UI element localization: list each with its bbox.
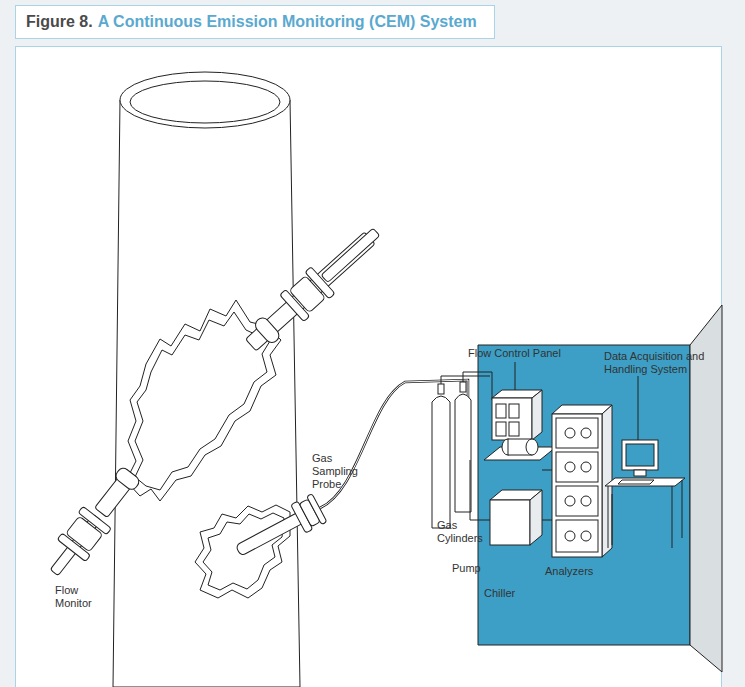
leader-line [638,376,639,440]
part-label: Flow Control Panel [468,347,578,360]
stack-body [113,100,300,687]
part-label: Flow Monitor [55,584,100,610]
part-label: Pump [452,562,492,575]
gas-cylinder [432,382,471,528]
cutaway [126,300,281,501]
title-box: Figure 8. A Continuous Emission Monitorin… [15,5,495,39]
flow-control-panel [492,390,542,440]
part-label: Data Acquisition and Handling System [604,350,729,376]
analyzer-rack [552,405,612,557]
part-label: Gas Cylinders [437,519,487,545]
figure-number: Figure 8. [26,13,93,30]
computer [605,440,685,548]
figure-title: A Continuous Emission Monitoring (CEM) S… [98,13,477,30]
gas-line [441,372,492,400]
chiller [490,490,542,545]
gas-sampling-probe [231,494,327,565]
part-label: Gas Sampling Probe [312,452,362,491]
tubing [542,470,552,520]
room-wall [478,345,690,645]
stack-top [120,72,290,128]
pump [484,439,556,460]
flow-monitor [239,219,389,359]
leader-line [515,362,516,390]
tubing [470,460,490,520]
stack-inner [130,81,280,123]
part-label: Chiller [484,587,534,600]
part-label: Analyzers [545,565,605,578]
flow-monitor [40,462,146,583]
